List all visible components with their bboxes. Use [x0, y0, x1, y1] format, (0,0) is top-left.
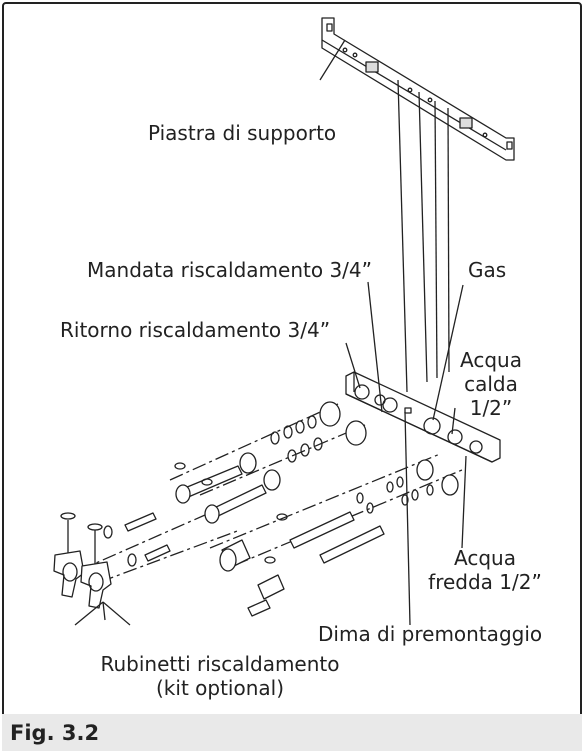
label-hot-water-3: 1/2”: [469, 396, 513, 420]
support-plate: [321, 17, 515, 161]
label-heating-return: Ritorno riscaldamento 3/4”: [60, 318, 331, 342]
label-heating-taps-1: Rubinetti riscaldamento: [100, 652, 340, 676]
figure-caption: Fig. 3.2: [10, 721, 100, 745]
label-hot-water-1: Acqua: [460, 348, 522, 372]
label-hot-water-2: calda: [464, 372, 518, 396]
premount-template: [345, 371, 501, 463]
label-support-plate: Piastra di supporto: [148, 121, 337, 145]
label-gas: Gas: [468, 258, 507, 282]
label-heating-flow: Mandata riscaldamento 3/4”: [87, 258, 372, 282]
label-cold-water-1: Acqua: [454, 546, 516, 570]
label-premount-template: Dima di premontaggio: [318, 622, 543, 646]
heating-taps: [53, 512, 112, 609]
leader-lines: [74, 39, 467, 626]
label-cold-water-2: fredda 1/2”: [428, 570, 542, 594]
pipe-assemblies: [79, 401, 463, 617]
label-heating-taps-2: (kit optional): [156, 676, 284, 700]
figure-caption-bar: Fig. 3.2: [2, 714, 582, 751]
